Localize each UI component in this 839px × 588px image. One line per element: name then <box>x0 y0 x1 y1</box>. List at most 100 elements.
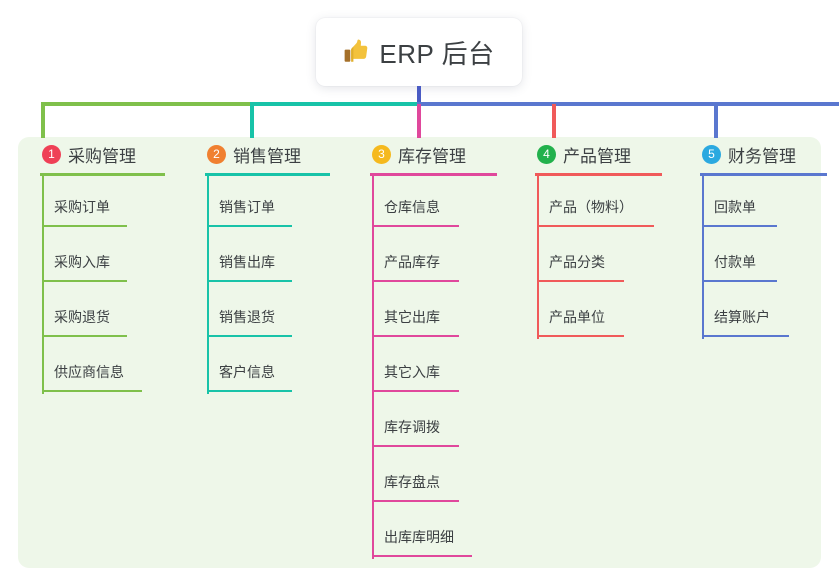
branch-1-item-3[interactable]: 采购退货 <box>20 283 185 338</box>
branch-2-item-2[interactable]: 销售出库 <box>185 228 350 283</box>
branch-3-item-label-6: 库存盘点 <box>384 474 440 490</box>
branch-header-3[interactable]: 3 库存管理 <box>350 140 515 168</box>
branch-3-item-underline-1 <box>372 225 459 227</box>
branch-3-item-underline-7 <box>372 555 472 557</box>
branch-1-item-label-4: 供应商信息 <box>54 364 124 380</box>
branch-4-item-label-3: 产品单位 <box>549 309 605 325</box>
branch-3-item-underline-2 <box>372 280 459 282</box>
branch-1-item-label-1: 采购订单 <box>54 199 110 215</box>
branch-5-item-underline-2 <box>702 280 777 282</box>
branch-3-item-5[interactable]: 库存调拨 <box>350 393 515 448</box>
branch-3-item-label-2: 产品库存 <box>384 254 440 270</box>
branch-1-item-1[interactable]: 采购订单 <box>20 173 185 228</box>
branch-column-1: 1 采购管理采购订单采购入库采购退货供应商信息 <box>20 140 185 394</box>
branch-child-trunk-3 <box>372 173 374 559</box>
branch-5-item-underline-1 <box>702 225 777 227</box>
root-node[interactable]: ERP 后台 <box>316 18 522 86</box>
branch-column-3: 3 库存管理仓库信息产品库存其它出库其它入库库存调拨库存盘点出库库明细 <box>350 140 515 559</box>
branch-1-item-label-3: 采购退货 <box>54 309 110 325</box>
branch-label-3: 库存管理 <box>398 146 466 166</box>
bus-segment-3 <box>417 102 839 106</box>
branch-4-item-underline-1 <box>537 225 654 227</box>
branch-3-item-underline-6 <box>372 500 459 502</box>
branch-2-item-label-1: 销售订单 <box>219 199 275 215</box>
branch-5-item-label-3: 结算账户 <box>714 309 770 325</box>
branch-4-item-1[interactable]: 产品（物料） <box>515 173 680 228</box>
branch-column-5: 5 财务管理回款单付款单结算账户 <box>680 140 839 339</box>
branch-header-underline-4 <box>535 173 662 176</box>
branch-3-item-label-4: 其它入库 <box>384 364 440 380</box>
branch-4-item-underline-3 <box>537 335 624 337</box>
branch-3-item-6[interactable]: 库存盘点 <box>350 448 515 503</box>
branch-badge-4: 4 <box>537 144 556 164</box>
branch-2-item-label-3: 销售退货 <box>219 309 275 325</box>
branch-header-1[interactable]: 1 采购管理 <box>20 140 185 168</box>
branch-child-trunk-4 <box>537 173 539 339</box>
branch-3-item-2[interactable]: 产品库存 <box>350 228 515 283</box>
branch-child-trunk-2 <box>207 173 209 394</box>
branch-1-item-label-2: 采购入库 <box>54 254 110 270</box>
branch-header-4[interactable]: 4 产品管理 <box>515 140 680 168</box>
branch-2-item-underline-3 <box>207 335 292 337</box>
branch-2-item-1[interactable]: 销售订单 <box>185 173 350 228</box>
branch-2-item-label-4: 客户信息 <box>219 364 275 380</box>
branch-4-item-label-1: 产品（物料） <box>549 199 633 215</box>
branch-drop-1 <box>41 104 45 138</box>
branch-drop-3 <box>417 104 421 138</box>
branch-3-item-label-1: 仓库信息 <box>384 199 440 215</box>
branch-4-item-3[interactable]: 产品单位 <box>515 283 680 338</box>
thumbs-up-icon <box>345 39 368 62</box>
branch-3-item-1[interactable]: 仓库信息 <box>350 173 515 228</box>
branch-label-4: 产品管理 <box>563 146 631 166</box>
branch-drop-4 <box>552 104 556 138</box>
root-title: ERP 后台 <box>379 38 495 69</box>
branch-2-item-underline-2 <box>207 280 292 282</box>
bus-segment-1 <box>41 102 250 106</box>
branch-3-item-underline-4 <box>372 390 459 392</box>
branch-badge-2: 2 <box>207 144 226 164</box>
branch-5-item-label-2: 付款单 <box>714 254 756 270</box>
branch-3-item-4[interactable]: 其它入库 <box>350 338 515 393</box>
branch-child-trunk-1 <box>42 173 44 394</box>
branch-3-item-label-3: 其它出库 <box>384 309 440 325</box>
branch-label-2: 销售管理 <box>233 146 301 166</box>
branch-header-underline-5 <box>700 173 827 176</box>
branch-2-item-underline-1 <box>207 225 292 227</box>
branch-5-item-3[interactable]: 结算账户 <box>680 283 839 338</box>
branch-badge-3: 3 <box>372 144 391 164</box>
branch-5-item-label-1: 回款单 <box>714 199 756 215</box>
branch-4-item-underline-2 <box>537 280 624 282</box>
branch-header-5[interactable]: 5 财务管理 <box>680 140 839 168</box>
branch-4-item-label-2: 产品分类 <box>549 254 605 270</box>
branch-2-item-underline-4 <box>207 390 292 392</box>
branch-1-item-underline-1 <box>42 225 127 227</box>
branch-5-item-1[interactable]: 回款单 <box>680 173 839 228</box>
bus-segment-2 <box>250 102 417 106</box>
branch-2-item-3[interactable]: 销售退货 <box>185 283 350 338</box>
branch-5-item-2[interactable]: 付款单 <box>680 228 839 283</box>
branch-column-4: 4 产品管理产品（物料） 产品分类产品单位 <box>515 140 680 339</box>
branch-header-underline-1 <box>40 173 165 176</box>
branch-2-item-label-2: 销售出库 <box>219 254 275 270</box>
branch-badge-1: 1 <box>42 144 61 164</box>
branch-4-item-2[interactable]: 产品分类 <box>515 228 680 283</box>
branch-1-item-2[interactable]: 采购入库 <box>20 228 185 283</box>
branch-header-underline-2 <box>205 173 330 176</box>
branch-1-item-underline-2 <box>42 280 127 282</box>
branch-3-item-3[interactable]: 其它出库 <box>350 283 515 338</box>
branch-2-item-4[interactable]: 客户信息 <box>185 338 350 393</box>
branch-1-item-underline-3 <box>42 335 127 337</box>
branches-panel <box>18 137 821 568</box>
branch-1-item-4[interactable]: 供应商信息 <box>20 338 185 393</box>
branch-badge-5: 5 <box>702 144 721 164</box>
branch-column-2: 2 销售管理销售订单销售出库销售退货客户信息 <box>185 140 350 394</box>
branch-header-2[interactable]: 2 销售管理 <box>185 140 350 168</box>
branch-header-underline-3 <box>370 173 497 176</box>
branch-child-trunk-5 <box>702 173 704 339</box>
branch-label-1: 采购管理 <box>68 146 136 166</box>
branch-label-5: 财务管理 <box>728 146 796 166</box>
branch-3-item-7[interactable]: 出库库明细 <box>350 503 515 558</box>
branch-drop-2 <box>250 104 254 138</box>
branch-5-item-underline-3 <box>702 335 789 337</box>
